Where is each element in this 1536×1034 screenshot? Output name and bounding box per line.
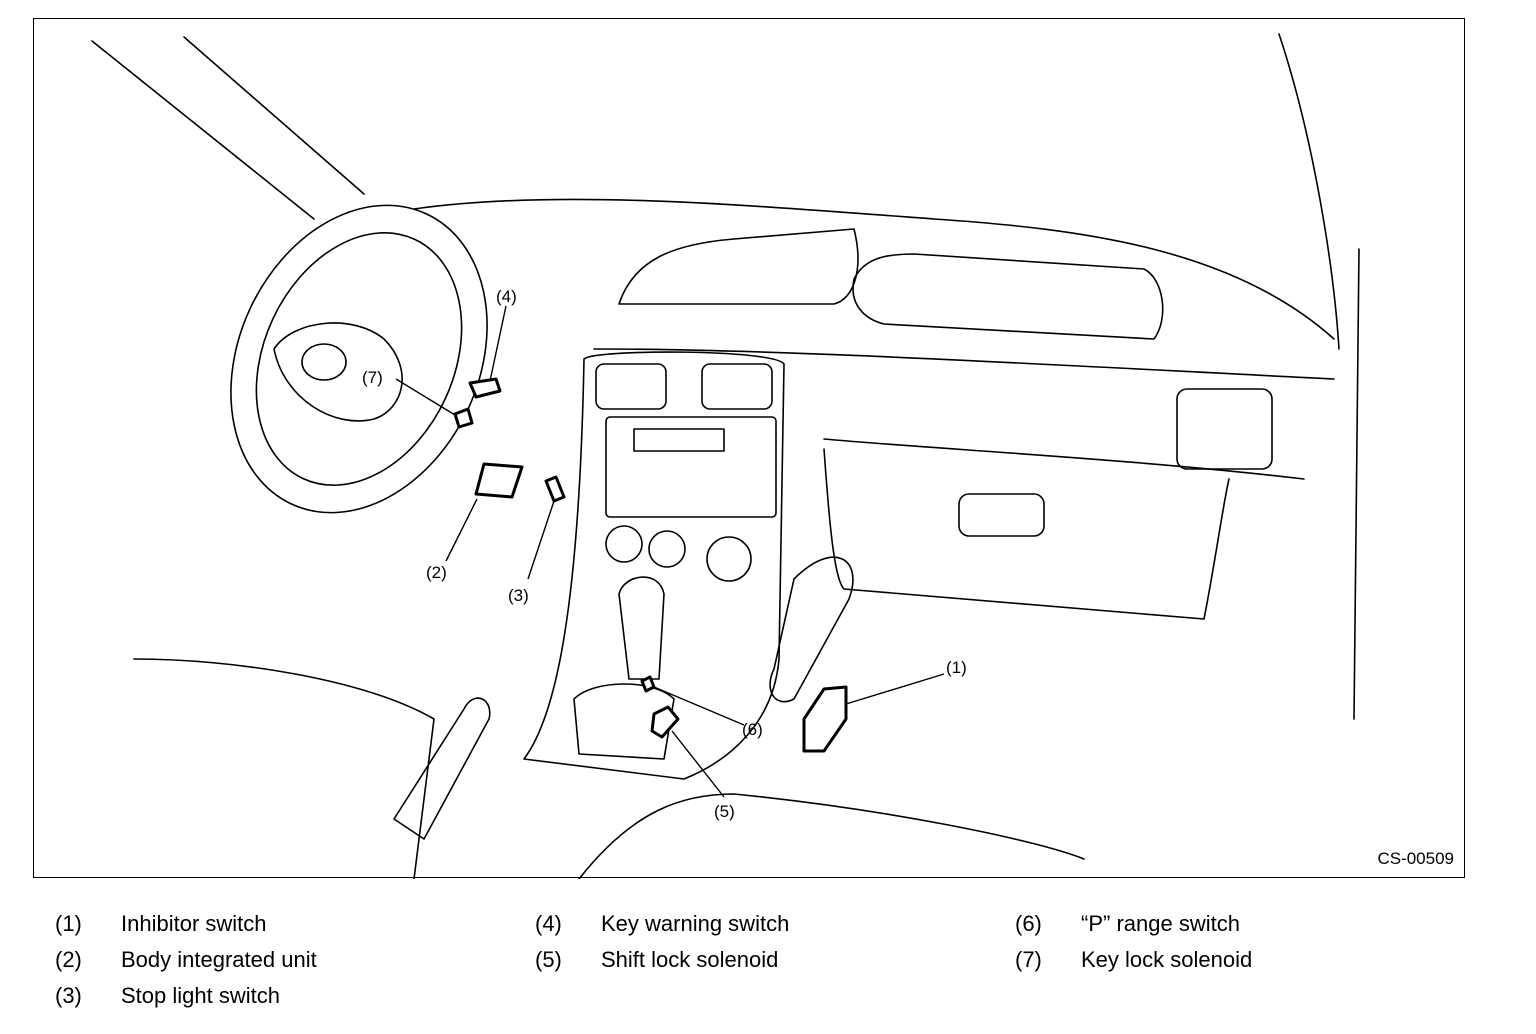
leader-line-3: [527, 500, 555, 580]
glove-box-handle: [958, 493, 1045, 537]
legend-number: (1): [55, 911, 82, 936]
leader-line-6: [653, 686, 745, 726]
steering-hub: [301, 343, 347, 381]
dashboard-illustration: (1) (2) (3) (4) (5) (6) (7): [91, 33, 1360, 879]
dashboard-top: [413, 198, 1335, 340]
leader-line-2: [445, 498, 478, 562]
legend-number: (6): [1015, 911, 1042, 936]
driver-seat: [133, 658, 435, 879]
stop-light-switch-component: [544, 475, 566, 503]
callout-4: (4): [496, 287, 517, 306]
key-lock-solenoid-component: [453, 407, 474, 429]
legend-label: Body integrated unit: [121, 947, 317, 972]
center-vent-left: [595, 363, 667, 410]
callout-6: (6): [742, 720, 763, 739]
legend: (1) Inhibitor switch (2) Body integrated…: [0, 906, 1536, 1026]
steering-wheel-inner: [255, 232, 463, 486]
legend-label: “P” range switch: [1081, 911, 1240, 936]
leader-line-1: [845, 673, 945, 705]
legend-number: (4): [535, 911, 562, 936]
dash-top-bin: [618, 228, 859, 305]
dashboard-lower: [823, 438, 1305, 480]
leader-line-7: [395, 378, 456, 416]
dash-top-tray: [852, 253, 1164, 340]
key-warning-switch-component: [468, 377, 502, 399]
dashboard-face: [593, 348, 1335, 380]
parking-brake: [393, 697, 491, 840]
callout-3: (3): [508, 586, 529, 605]
windshield-pillar-right: [1278, 33, 1360, 720]
callout-7: (7): [362, 368, 383, 387]
climate-knob-left: [605, 525, 643, 563]
legend-label: Stop light switch: [121, 983, 280, 1008]
console-side: [769, 556, 854, 703]
glove-box: [823, 448, 1230, 620]
figure-frame: (1) (2) (3) (4) (5) (6) (7) CS-00509: [33, 18, 1465, 879]
legend-number: (2): [55, 947, 82, 972]
climate-knob-center: [648, 530, 686, 568]
passenger-seat: [578, 793, 1085, 879]
legend-label: Key warning switch: [601, 911, 790, 936]
callout-2: (2): [426, 563, 447, 582]
leader-line-4: [489, 305, 507, 382]
center-vent-right: [701, 363, 773, 410]
legend-number: (5): [535, 947, 562, 972]
callout-1: (1): [946, 658, 967, 677]
center-stack-outline: [523, 351, 785, 780]
shift-knob: [618, 576, 665, 680]
body-integrated-unit-component: [474, 462, 524, 499]
audio-unit: [605, 416, 777, 518]
passenger-vent: [1176, 388, 1273, 470]
audio-display: [633, 428, 725, 452]
callout-5: (5): [714, 802, 735, 821]
windshield-pillar-left: [91, 36, 365, 220]
steering-spokes: [273, 322, 403, 422]
climate-knob-right: [706, 536, 752, 582]
legend-label: Inhibitor switch: [121, 911, 267, 936]
legend-label: Key lock solenoid: [1081, 947, 1253, 972]
legend-number: (3): [55, 983, 82, 1008]
leader-line-5: [671, 730, 725, 798]
figure-code: CS-00509: [1377, 849, 1454, 868]
p-range-switch-component: [640, 675, 656, 693]
legend-number: (7): [1015, 947, 1042, 972]
legend-label: Shift lock solenoid: [601, 947, 779, 972]
inhibitor-switch-component: [802, 685, 848, 753]
shift-lock-solenoid-component: [650, 705, 680, 739]
